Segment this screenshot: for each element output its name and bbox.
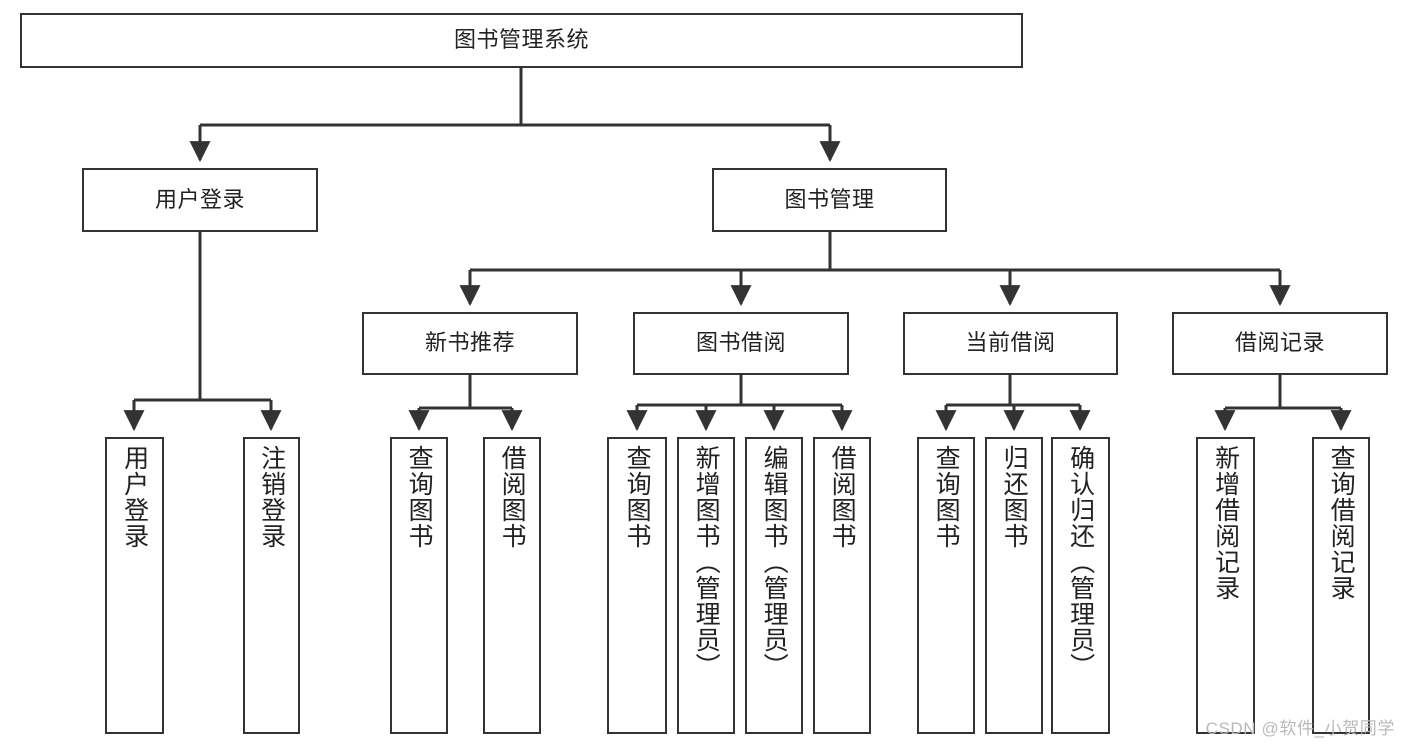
node-label: 图书管理 xyxy=(784,186,875,212)
node-label: 借阅图书 xyxy=(498,445,527,549)
leaf-node[interactable]: 借阅图书 xyxy=(483,437,541,734)
node-label: 用户登录 xyxy=(154,186,245,212)
leaf-node[interactable]: 查询图书 xyxy=(607,437,667,734)
node-current-borrow[interactable]: 当前借阅 xyxy=(903,312,1118,375)
leaf-node[interactable]: 确认归还（管理员） xyxy=(1051,437,1110,734)
leaf-node[interactable]: 用户登录 xyxy=(105,437,164,734)
node-borrow-record[interactable]: 借阅记录 xyxy=(1172,312,1388,375)
node-label: 查询图书 xyxy=(623,445,652,549)
leaf-node[interactable]: 新增图书（管理员） xyxy=(677,437,735,734)
leaf-node[interactable]: 编辑图书（管理员） xyxy=(745,437,803,734)
node-label: 确认归还（管理员） xyxy=(1066,445,1095,679)
leaf-node[interactable]: 注销登录 xyxy=(243,437,300,734)
node-label: 注销登录 xyxy=(257,445,286,549)
node-label: 借阅记录 xyxy=(1234,330,1325,356)
node-label: 图书管理系统 xyxy=(453,27,589,53)
leaf-node[interactable]: 借阅图书 xyxy=(813,437,871,734)
node-label: 归还图书 xyxy=(1000,445,1029,549)
node-book-management[interactable]: 图书管理 xyxy=(712,168,947,232)
node-label: 当前借阅 xyxy=(965,330,1056,356)
node-new-book-recommend[interactable]: 新书推荐 xyxy=(362,312,578,375)
node-book-borrow[interactable]: 图书借阅 xyxy=(633,312,849,375)
leaf-node[interactable]: 归还图书 xyxy=(985,437,1043,734)
node-label: 查询图书 xyxy=(932,445,961,549)
leaf-node[interactable]: 查询图书 xyxy=(390,437,448,734)
node-user-login[interactable]: 用户登录 xyxy=(82,168,318,232)
node-root-system[interactable]: 图书管理系统 xyxy=(20,13,1023,68)
node-label: 编辑图书（管理员） xyxy=(760,445,789,679)
node-label: 新增借阅记录 xyxy=(1211,445,1240,601)
leaf-node[interactable]: 新增借阅记录 xyxy=(1196,437,1255,734)
node-label: 新增图书（管理员） xyxy=(692,445,721,679)
node-label: 查询图书 xyxy=(405,445,434,549)
node-label: 图书借阅 xyxy=(695,330,786,356)
node-label: 借阅图书 xyxy=(828,445,857,549)
leaf-node[interactable]: 查询借阅记录 xyxy=(1312,437,1370,734)
leaf-node[interactable]: 查询图书 xyxy=(917,437,975,734)
node-label: 查询借阅记录 xyxy=(1327,445,1356,601)
node-label: 用户登录 xyxy=(120,445,149,549)
node-label: 新书推荐 xyxy=(424,330,515,356)
